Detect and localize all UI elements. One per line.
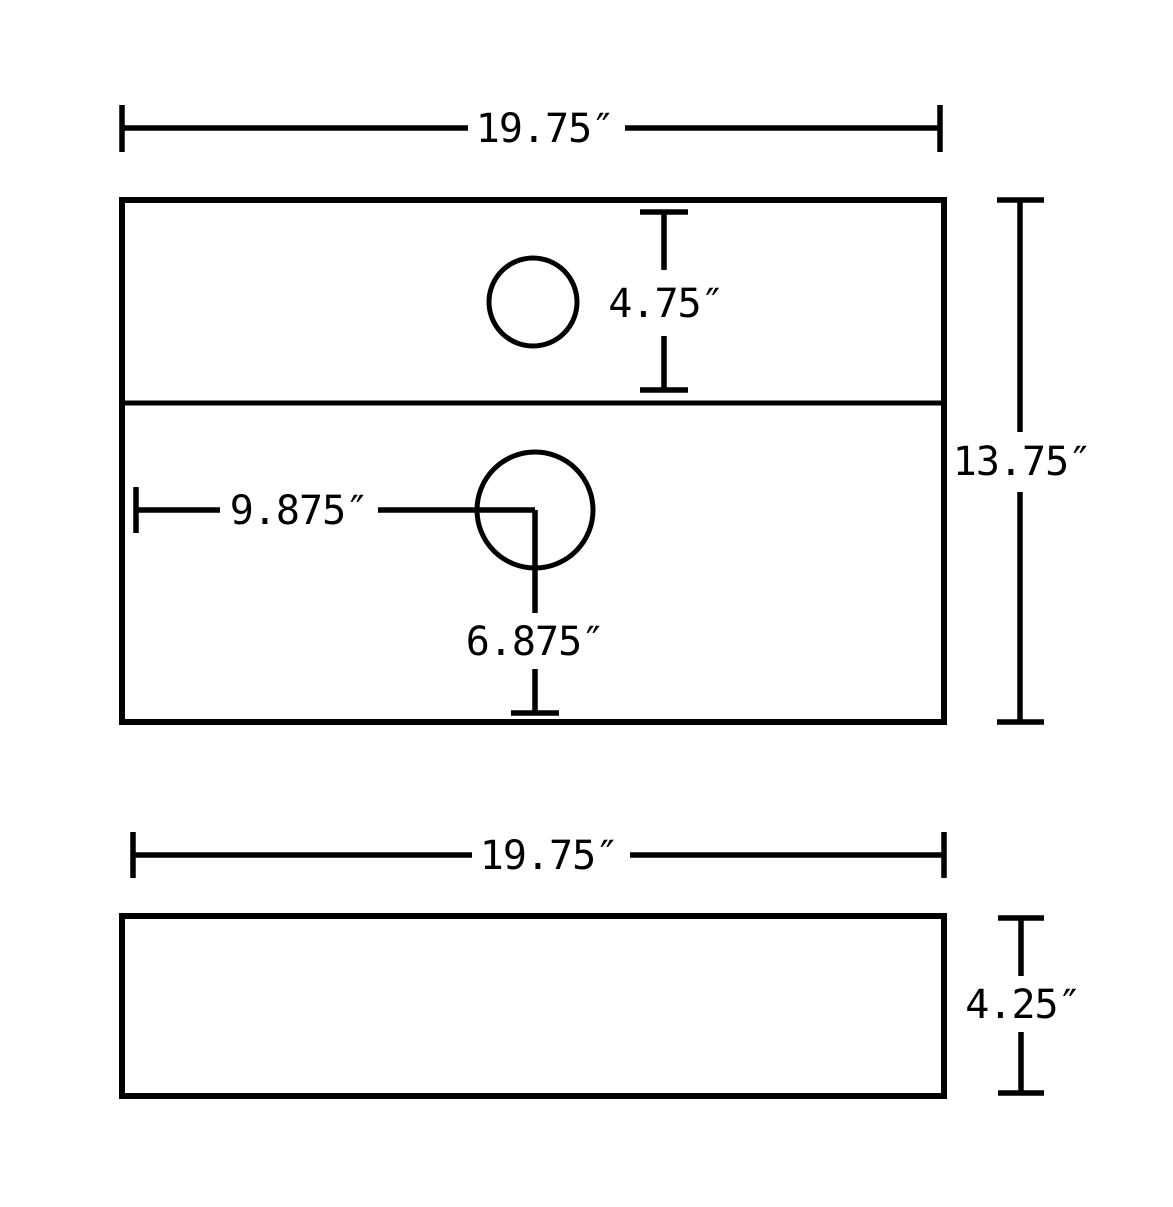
top-view: 19.75″ 4.75″ 13.75″ [119, 105, 1092, 725]
front-view-height-dimension: 4.25″ [965, 915, 1082, 1096]
top-view-depth-label: 13.75″ [953, 439, 1092, 485]
front-view: 19.75″ 4.25″ [119, 832, 1082, 1099]
drain-horizontal-label: 9.875″ [230, 488, 369, 534]
top-view-depth-dimension: 13.75″ [953, 197, 1092, 725]
faucet-offset-dimension: 4.75″ [608, 209, 725, 393]
faucet-hole-circle [486, 255, 580, 349]
front-view-width-dimension: 19.75″ [130, 832, 947, 879]
sink-front-outline [119, 913, 947, 1099]
front-view-height-label: 4.25″ [965, 982, 1080, 1028]
drain-vertical-dimension: 6.875″ [466, 510, 605, 716]
top-view-width-dimension: 19.75″ [119, 105, 943, 152]
drain-vertical-label: 6.875″ [466, 619, 605, 665]
top-view-width-label: 19.75″ [476, 106, 615, 152]
faucet-offset-label: 4.75″ [608, 281, 723, 327]
drain-horizontal-dimension: 9.875″ [133, 487, 535, 534]
sink-top-outline [119, 197, 947, 725]
front-view-width-label: 19.75″ [480, 833, 619, 879]
